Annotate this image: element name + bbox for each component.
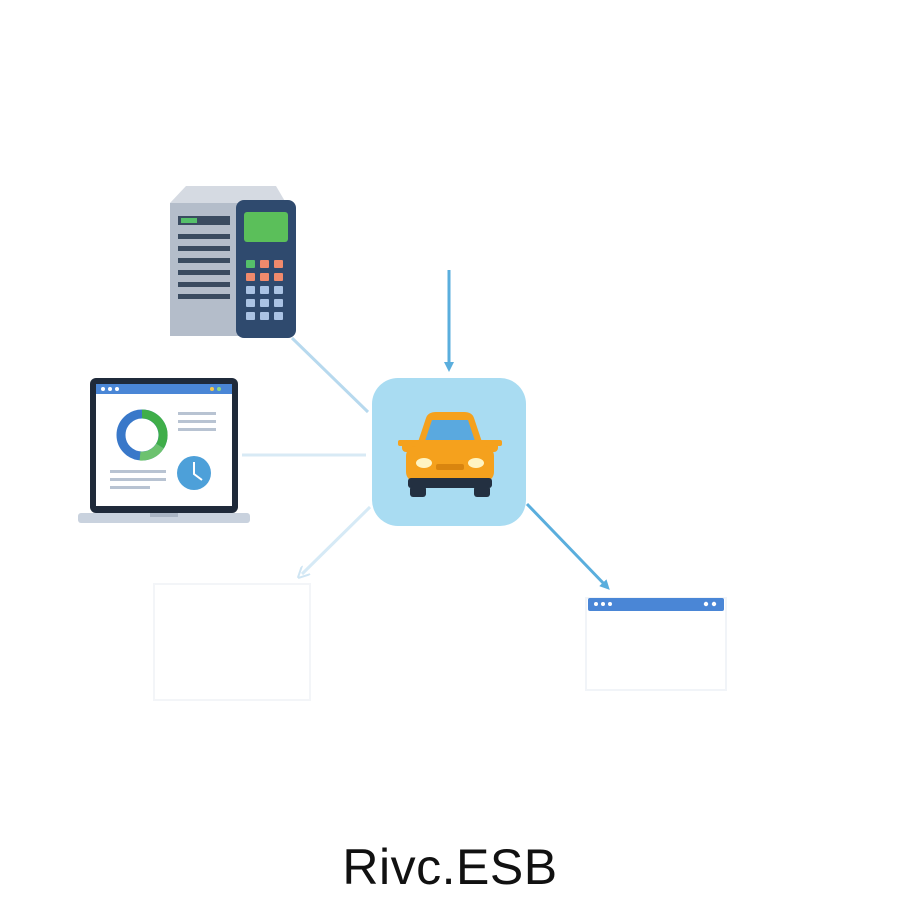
hub-node[interactable] xyxy=(372,378,526,526)
connector-top-left xyxy=(290,336,370,414)
laptop-dashboard-icon xyxy=(78,378,250,523)
car-icon xyxy=(398,412,502,497)
connector-bottom-left xyxy=(302,505,372,574)
server-payment-terminal-icon xyxy=(170,186,296,338)
connectors xyxy=(242,270,610,590)
blank-panel xyxy=(153,583,311,701)
connector-bottom-right xyxy=(525,502,610,590)
diagram-caption: Rivc.ESB xyxy=(342,839,558,895)
browser-window-icon xyxy=(585,597,727,691)
